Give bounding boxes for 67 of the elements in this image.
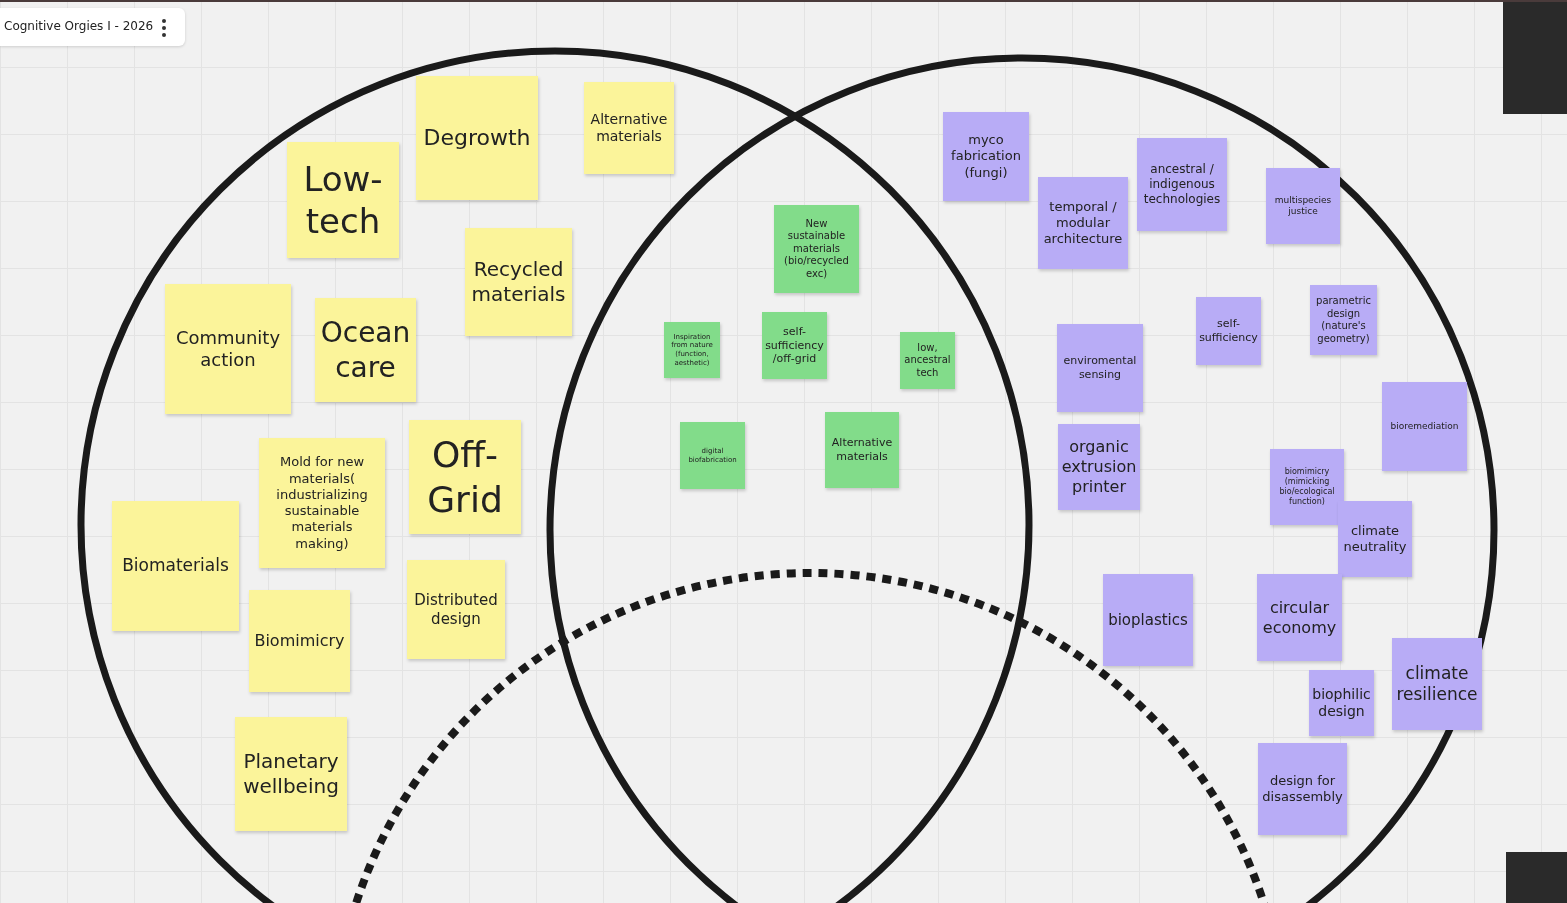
sticky-note bbox=[1310, 285, 1377, 355]
note-text: multispecies justice bbox=[1273, 194, 1333, 218]
sticky-note bbox=[680, 422, 745, 489]
sticky-note bbox=[1058, 424, 1140, 510]
sticky-note bbox=[1038, 177, 1128, 269]
note-text: Distributed design bbox=[413, 590, 499, 629]
sticky-note bbox=[1266, 168, 1340, 244]
note-text: circular economy bbox=[1261, 597, 1338, 638]
note-text: Alternative materials bbox=[830, 436, 894, 464]
sticky-note bbox=[1382, 382, 1467, 471]
note-text: parametric design (nature's geometry) bbox=[1315, 295, 1372, 345]
sticky-note bbox=[112, 501, 239, 631]
note-text: bioremediation bbox=[1390, 420, 1459, 433]
note-text: low, ancestral tech bbox=[904, 341, 951, 380]
note-text: Degrowth bbox=[423, 124, 531, 152]
sticky-note bbox=[1257, 574, 1342, 661]
note-text: self-sufficiency /off-grid bbox=[765, 324, 824, 367]
note-text: Biomaterials bbox=[122, 555, 229, 577]
sticky-note bbox=[1309, 670, 1374, 736]
note-text: New sustainable materials (bio/recycled exc) bbox=[783, 217, 850, 281]
sticky-note bbox=[1137, 138, 1227, 231]
note-text: Mold for new materials( industrializing sustainable materials making) bbox=[275, 454, 369, 552]
note-text: temporal / modular architecture bbox=[1042, 198, 1124, 248]
note-text: Off-Grid bbox=[426, 433, 504, 522]
sticky-note bbox=[165, 284, 291, 414]
note-text: Ocean care bbox=[319, 315, 412, 385]
note-text: enviromental sensing bbox=[1062, 354, 1138, 382]
sticky-note bbox=[465, 228, 572, 336]
sticky-note bbox=[409, 420, 521, 534]
sticky-note bbox=[235, 717, 347, 831]
note-text: Planetary wellbeing bbox=[242, 749, 340, 799]
sticky-note bbox=[1338, 501, 1412, 577]
note-text: design for disassembly bbox=[1262, 772, 1343, 806]
note-text: climate resilience bbox=[1396, 662, 1478, 706]
note-text: bioplastics bbox=[1108, 610, 1188, 630]
sticky-note bbox=[900, 332, 955, 389]
note-text: self-sufficiency bbox=[1199, 317, 1258, 345]
note-text: organic extrusion printer bbox=[1061, 437, 1137, 497]
sticky-note bbox=[825, 412, 899, 488]
sticky-note bbox=[664, 322, 720, 378]
sticky-note bbox=[259, 438, 385, 568]
note-text: ancestral / indigenous technologies bbox=[1142, 162, 1222, 207]
sticky-note bbox=[762, 312, 827, 379]
sticky-note bbox=[416, 76, 538, 200]
board-title: Cognitive Orgies I - 2026 bbox=[4, 19, 154, 33]
sticky-note bbox=[774, 205, 859, 293]
note-text: Alternative materials bbox=[589, 110, 669, 146]
sticky-note bbox=[943, 112, 1029, 201]
note-text: climate neutrality bbox=[1342, 522, 1408, 556]
note-text: Community action bbox=[174, 326, 282, 372]
sticky-note bbox=[249, 590, 350, 692]
note-text: myco fabrication (fungi) bbox=[950, 132, 1022, 181]
sticky-note bbox=[1270, 449, 1344, 525]
note-text: Recycled materials bbox=[470, 257, 567, 307]
sticky-note bbox=[1196, 297, 1261, 365]
note-text: biophilic design bbox=[1312, 685, 1371, 721]
sticky-note bbox=[584, 82, 674, 174]
sticky-note bbox=[1103, 574, 1193, 666]
sticky-note bbox=[407, 560, 505, 659]
note-text: Low-tech bbox=[302, 157, 384, 243]
sticky-note bbox=[287, 142, 399, 258]
sticky-note bbox=[1057, 324, 1143, 412]
sticky-note bbox=[315, 298, 416, 402]
note-text: Biomimicry bbox=[254, 631, 345, 651]
sticky-note bbox=[1258, 743, 1347, 835]
sticky-note bbox=[1392, 638, 1482, 730]
note-text: biomimicry (mimicking bio/ecological function) bbox=[1278, 467, 1336, 507]
